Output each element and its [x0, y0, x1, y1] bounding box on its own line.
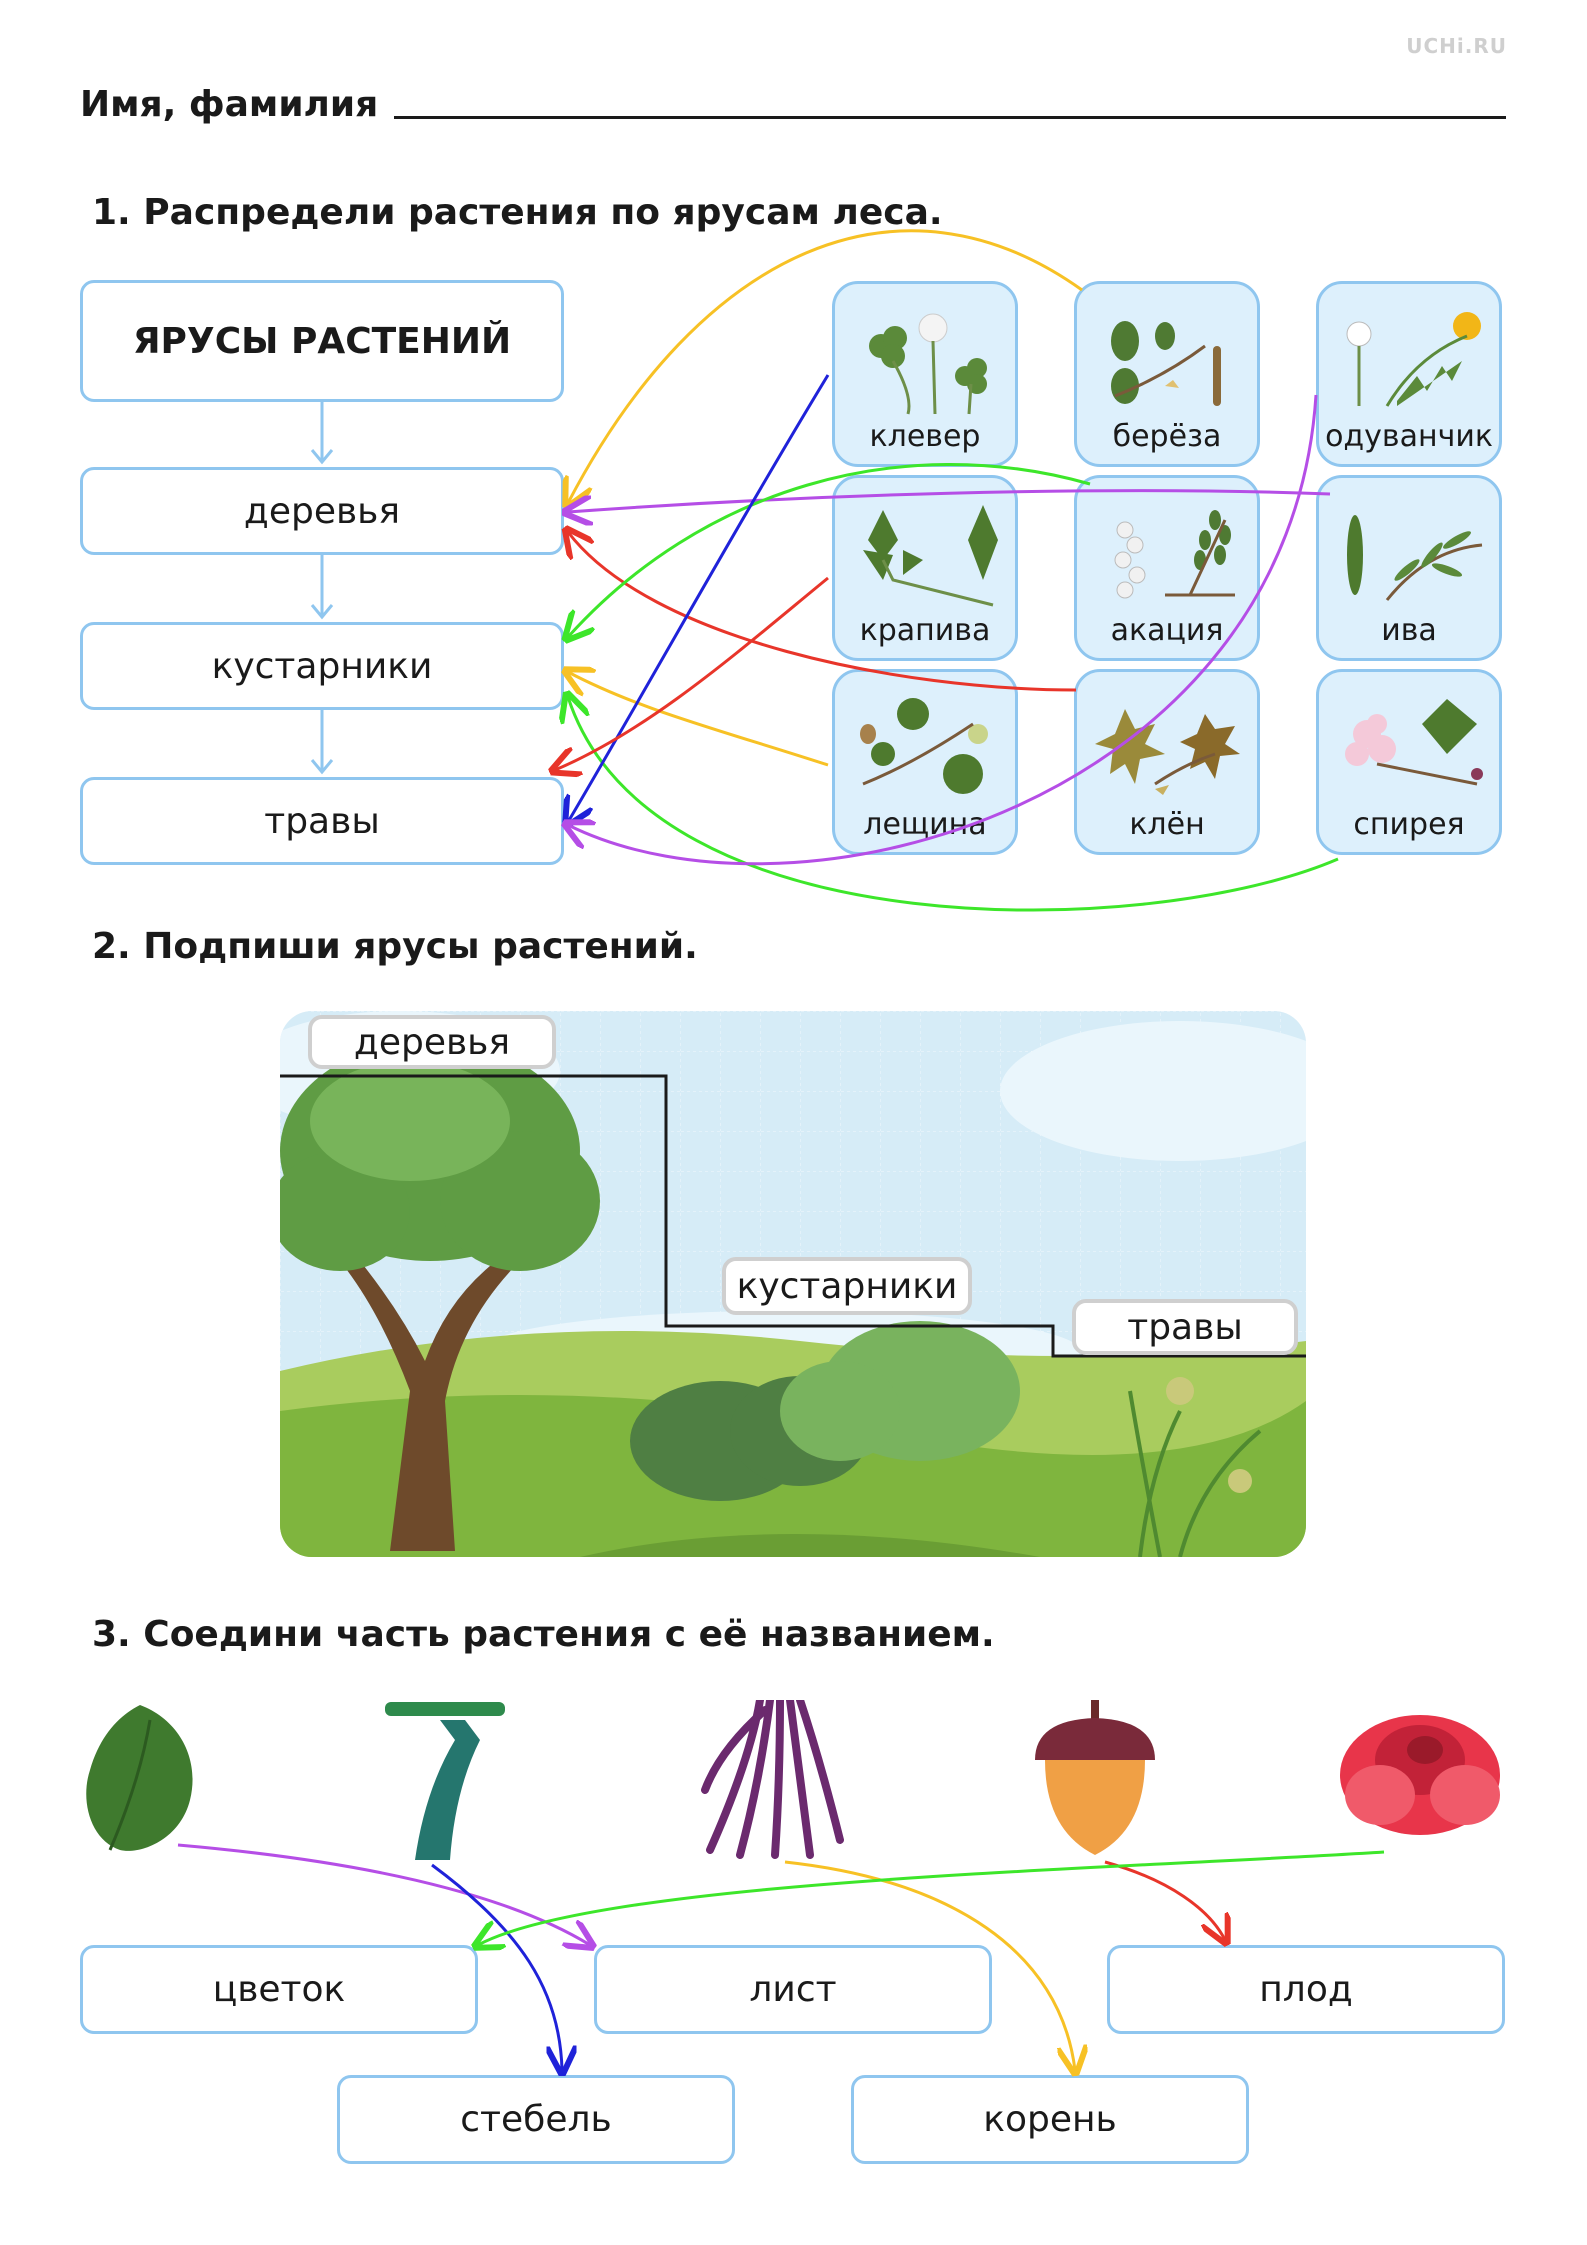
- line-leaf-name: [177, 1843, 590, 1945]
- task1-text: Распредели растения по ярусам леса.: [143, 192, 943, 233]
- task1-title: 1. Распредели растения по ярусам леса.: [92, 192, 943, 233]
- spirea-icon: [1345, 699, 1483, 786]
- scene-label-grasses[interactable]: травы: [1072, 1299, 1298, 1355]
- stem-icon: [385, 1702, 505, 1860]
- plant-card-maple[interactable]: клён: [1074, 669, 1260, 855]
- plant-label-willow: ива: [1381, 613, 1437, 648]
- tier-box-shrubs[interactable]: кустарники: [80, 622, 564, 710]
- clover-icon: [869, 313, 987, 415]
- part-name-stem[interactable]: стебель: [337, 2075, 735, 2164]
- task3-number: 3.: [92, 1614, 131, 1655]
- part-name-root[interactable]: корень: [851, 2075, 1249, 2164]
- part-name-fruit-text: плод: [1259, 1969, 1353, 2010]
- plant-card-hazel[interactable]: лещина: [832, 669, 1018, 855]
- maple-icon: [1095, 709, 1240, 795]
- scene-label-trees[interactable]: деревья: [308, 1015, 556, 1069]
- acorn-icon: [1035, 1700, 1155, 1855]
- plant-label-hazel: лещина: [863, 807, 987, 842]
- name-input-line[interactable]: [394, 116, 1506, 119]
- plant-label-maple: клён: [1129, 807, 1205, 842]
- line-hazel-shrubs: [568, 672, 829, 767]
- plant-label-spirea: спирея: [1353, 807, 1465, 842]
- dandelion-icon: [1346, 312, 1481, 407]
- hazel-icon: [860, 698, 988, 794]
- plant-card-acacia[interactable]: акация: [1074, 475, 1260, 661]
- leaf-icon: [86, 1705, 193, 1851]
- line-nettle-grasses: [555, 576, 829, 770]
- forest-tiers-scene: деревья кустарники травы: [280, 1011, 1306, 1557]
- part-name-flower[interactable]: цветок: [80, 1945, 478, 2034]
- name-label: Имя, фамилия: [80, 84, 379, 125]
- plant-label-clover: клевер: [869, 419, 981, 454]
- root-icon: [701, 1700, 844, 1859]
- tier-box-grasses[interactable]: травы: [80, 777, 564, 865]
- plant-label-nettle: крапива: [859, 613, 991, 648]
- part-name-flower-text: цветок: [212, 1969, 346, 2010]
- part-name-leaf-text: лист: [749, 1969, 837, 2010]
- plant-card-dandelion[interactable]: одуванчик: [1316, 281, 1502, 467]
- scene-label-shrubs[interactable]: кустарники: [722, 1257, 972, 1315]
- birch-icon: [1111, 321, 1221, 406]
- line-acorn-name: [1104, 1860, 1225, 1940]
- plant-card-birch[interactable]: берёза: [1074, 281, 1260, 467]
- plant-card-willow[interactable]: ива: [1316, 475, 1502, 661]
- plant-card-nettle[interactable]: крапива: [832, 475, 1018, 661]
- willow-icon: [1347, 515, 1483, 601]
- task3-title: 3. Соедини часть растения с её названием…: [92, 1614, 995, 1655]
- task3-text: Соедини часть растения с её названием.: [143, 1614, 995, 1655]
- scene-label-grasses-text: травы: [1127, 1306, 1243, 1348]
- part-name-stem-text: стебель: [460, 2099, 612, 2140]
- task2-number: 2.: [92, 926, 131, 967]
- scene-label-trees-text: деревья: [353, 1021, 511, 1063]
- plant-card-spirea[interactable]: спирея: [1316, 669, 1502, 855]
- nettle-icon: [863, 505, 998, 607]
- scene-label-shrubs-text: кустарники: [736, 1265, 958, 1307]
- plant-label-birch: берёза: [1112, 419, 1222, 454]
- task2-text: Подпиши ярусы растений.: [143, 926, 698, 967]
- line-flower-name: [478, 1850, 1385, 1945]
- tiers-heading: ЯРУСЫ РАСТЕНИЙ: [132, 320, 512, 362]
- flower-icon: [1340, 1715, 1500, 1835]
- task2-title: 2. Подпиши ярусы растений.: [92, 926, 698, 967]
- plant-card-clover[interactable]: клевер: [832, 281, 1018, 467]
- tier-label-trees: деревья: [243, 490, 401, 532]
- task1-number: 1.: [92, 192, 131, 233]
- tier-box-trees[interactable]: деревья: [80, 467, 564, 555]
- plant-label-acacia: акация: [1110, 613, 1224, 648]
- plant-label-dandelion: одуванчик: [1325, 419, 1493, 454]
- acacia-icon: [1114, 510, 1235, 599]
- line-clover-grasses: [568, 374, 830, 822]
- part-name-fruit[interactable]: плод: [1107, 1945, 1505, 2034]
- part-name-leaf[interactable]: лист: [594, 1945, 992, 2034]
- tier-label-shrubs: кустарники: [211, 645, 433, 687]
- tiers-heading-box: ЯРУСЫ РАСТЕНИЙ: [80, 280, 564, 402]
- tier-label-grasses: травы: [264, 800, 380, 842]
- brand-logo: UCHi.RU: [1406, 34, 1507, 58]
- part-name-root-text: корень: [983, 2099, 1117, 2140]
